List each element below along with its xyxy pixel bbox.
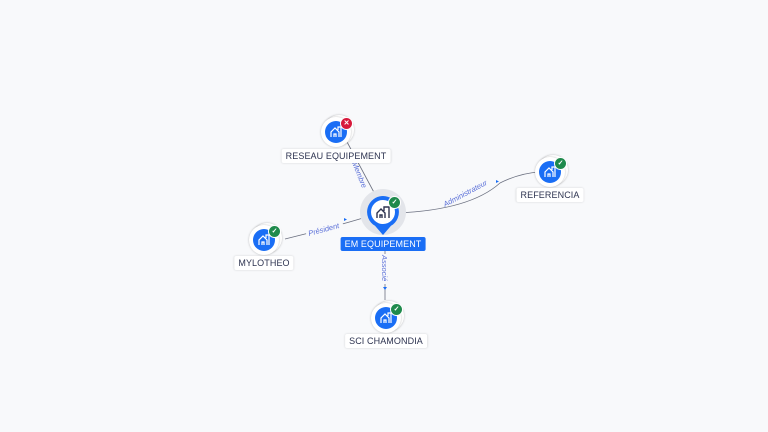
active-badge-icon: ✓: [390, 303, 403, 316]
node-label: SCI CHAMONDIA: [345, 334, 427, 348]
arrow-icon: [496, 180, 499, 183]
node-label: REFERENCIA: [516, 188, 584, 202]
inactive-badge-icon: ✕: [340, 117, 353, 130]
arrow-icon: [344, 218, 347, 221]
node-label: RESEAU EQUIPEMENT: [281, 149, 391, 163]
active-badge-icon: ✓: [268, 225, 281, 238]
center-node-label: EM EQUIPEMENT: [340, 237, 426, 251]
active-badge-icon: ✓: [388, 196, 401, 209]
active-badge-icon: ✓: [554, 157, 567, 170]
node-label: MYLOTHEO: [234, 256, 294, 270]
arrow-icon: [383, 287, 387, 290]
edge-administrateur: [396, 171, 541, 214]
edge-label-associe: Associé: [380, 254, 389, 281]
